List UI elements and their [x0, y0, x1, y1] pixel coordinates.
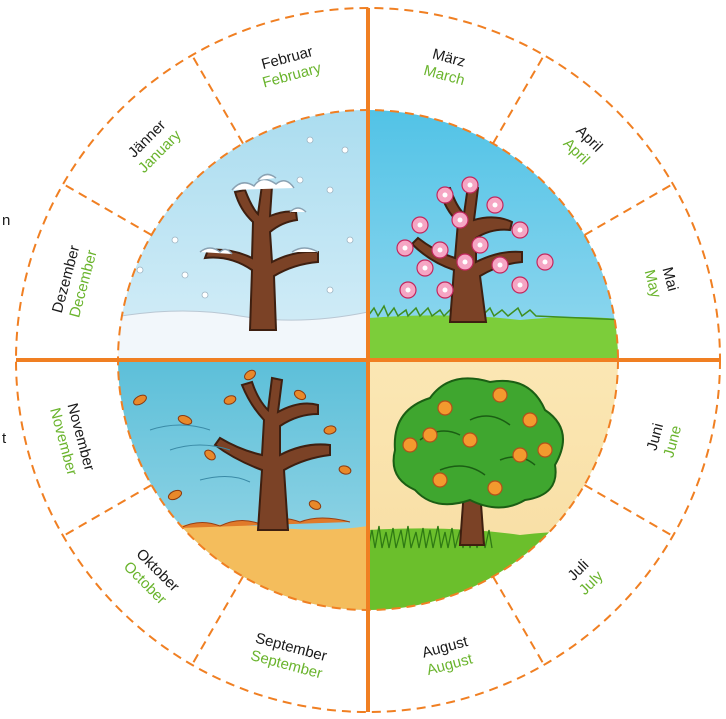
falling-leaves	[133, 369, 352, 510]
month-dividers	[62, 54, 674, 666]
season-cross	[16, 8, 720, 712]
month-german-may: Mai	[659, 265, 682, 293]
blossoms	[396, 176, 554, 299]
edge-fragment-lower: t	[2, 430, 7, 447]
month-english-may: May	[641, 268, 665, 300]
snowy-tree-icon	[199, 173, 319, 331]
apples	[402, 387, 553, 496]
autumn-leaves-tree-icon	[213, 376, 331, 531]
edge-fragment-upper: n	[2, 212, 10, 229]
month-german-june: Juni	[644, 421, 668, 452]
